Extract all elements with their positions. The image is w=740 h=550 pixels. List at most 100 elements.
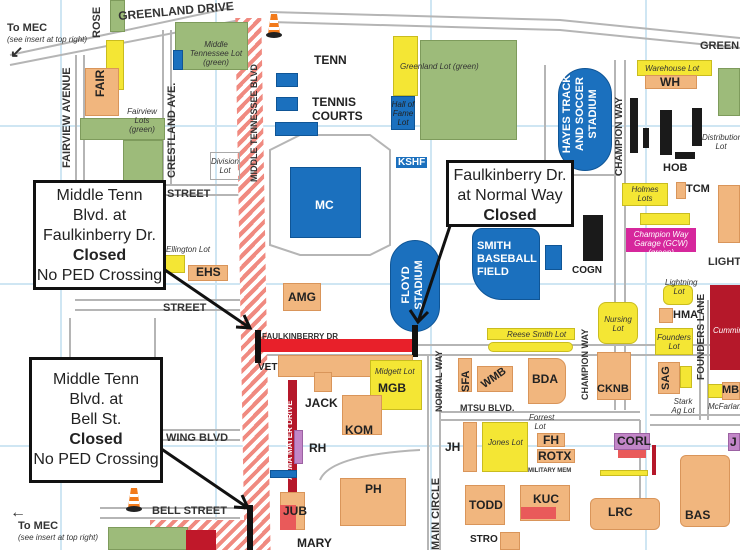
lot-label: Founders Lot xyxy=(657,333,691,351)
callout-text: Bell St. xyxy=(70,411,122,428)
callout-text: at Normal Way xyxy=(457,187,563,204)
street-label: FAULKINBERRY DR xyxy=(262,332,339,341)
to-mec-label[interactable]: To MEC xyxy=(18,520,59,532)
building-label: CORL xyxy=(617,434,651,448)
lot-label: Stark Ag Lot xyxy=(671,397,695,415)
road-barrier xyxy=(255,330,261,363)
building-hma xyxy=(659,308,673,323)
building-label: JUB xyxy=(283,504,308,518)
holmes-lots xyxy=(622,183,668,206)
building-amg xyxy=(283,283,321,311)
building xyxy=(630,98,638,153)
street-label: NORMAL WAY xyxy=(434,350,444,412)
building-label: COGN xyxy=(572,265,602,276)
building-label: SMITH BASEBALL FIELD xyxy=(477,240,537,278)
building-label: BAS xyxy=(685,508,711,522)
road-barrier xyxy=(247,505,253,550)
street-label: LIGHTN xyxy=(708,256,740,268)
parking-lot xyxy=(600,470,648,476)
building-label: TENN xyxy=(314,53,347,67)
alma-mater-drive xyxy=(288,380,297,520)
lot-label: Lightning Lot xyxy=(665,278,698,296)
street-label: CHAMPION WAY xyxy=(614,96,625,176)
building-label: WH xyxy=(660,75,680,89)
lot-label: Jones Lot xyxy=(488,438,523,447)
tennis-court xyxy=(276,97,298,111)
grid-line xyxy=(0,445,740,447)
building-sfa xyxy=(458,358,472,392)
street-label: WING BLVD xyxy=(166,432,229,444)
grid-line xyxy=(0,283,740,285)
street-label: ROSE xyxy=(91,6,103,38)
building-label: AMG xyxy=(288,290,316,304)
building-fair xyxy=(85,68,119,116)
ellington-lot xyxy=(165,255,185,273)
green-lot xyxy=(110,0,125,32)
lot-label: Cummings Lots (re xyxy=(713,326,740,335)
building-wh xyxy=(645,75,697,89)
building-label: MGB xyxy=(378,381,406,395)
street-label: MAIN CIRCLE xyxy=(430,477,442,550)
tennis-court xyxy=(275,122,318,136)
to-mec-label[interactable]: To MEC xyxy=(7,22,48,34)
callout-closed: Closed xyxy=(483,207,537,224)
street-label: CHAMPION WAY xyxy=(580,328,590,400)
hayes-stadium xyxy=(558,68,612,171)
building-sag xyxy=(658,362,680,394)
building-wmb xyxy=(477,366,513,392)
closure-callout-faulkinberry-normal: Faulkinberry Dr. at Normal Way Closed xyxy=(446,160,574,227)
lot-label: Hall of Fame Lot xyxy=(391,100,415,127)
arrow-left-icon: ← xyxy=(10,504,26,521)
lot-label: Holmes Lots xyxy=(631,185,659,203)
closure-callout-mt-faulkinberry: Middle Tenn Blvd. at Faulkinberry Dr. Cl… xyxy=(33,180,166,290)
closure-callout-mt-bell: Middle Tenn Blvd. at Bell St. Closed No … xyxy=(29,357,163,483)
building-label: TENNIS COURTS xyxy=(312,95,363,123)
street-label: ALMA MATER DRIVE xyxy=(285,400,294,480)
parking-lot xyxy=(640,213,690,225)
building xyxy=(692,108,702,146)
building-jack xyxy=(314,372,332,392)
building-label: MB xyxy=(722,384,740,396)
building-label: SAG xyxy=(660,366,672,390)
founders-lot xyxy=(655,328,693,355)
building xyxy=(500,532,520,550)
building-rotx xyxy=(537,449,575,463)
building-jh xyxy=(463,422,477,472)
callout-text: Blvd. at xyxy=(72,207,127,224)
callout-text: Blvd. at xyxy=(69,391,123,408)
callout-closed: Closed xyxy=(69,431,123,448)
street-label: FOUNDERS LANE xyxy=(696,293,707,380)
parking-lot xyxy=(488,342,573,352)
building-label: FAIR xyxy=(93,69,107,97)
building-label: HAYES TRACK AND SOCCER STADIUM xyxy=(561,74,599,154)
building-label: KOM xyxy=(345,423,373,437)
callout-note: No PED Crossing xyxy=(36,267,163,284)
building-label: JH xyxy=(445,440,461,454)
building xyxy=(545,245,562,270)
green-lot xyxy=(123,140,163,185)
callout-closed: Closed xyxy=(72,247,127,264)
building-label: EHS xyxy=(196,265,221,279)
lot-label: Fairview Lots (green) xyxy=(127,107,157,134)
lot-label: Division Lot xyxy=(210,157,239,175)
street-label: STREET xyxy=(163,302,207,314)
nursing-lot xyxy=(598,302,638,344)
to-mec-note: (see insert at top right) xyxy=(18,533,99,542)
lot-label: Reese Smith Lot xyxy=(507,330,567,339)
callout-note: No PED Crossing xyxy=(33,451,159,468)
building-label: FLOYD STADIUM xyxy=(400,260,425,310)
building-label: SFA xyxy=(460,370,472,392)
grid-line xyxy=(645,0,647,550)
accessible-lot xyxy=(173,50,183,70)
building xyxy=(280,505,296,530)
building xyxy=(660,110,672,155)
road-barrier xyxy=(412,325,418,357)
building-label: RH xyxy=(309,441,327,455)
callout-text: Middle Tenn xyxy=(53,371,139,388)
street-label: STREET xyxy=(167,188,211,200)
building-label: TCM xyxy=(686,183,710,195)
building-label: VET xyxy=(258,362,278,373)
building-label: CKNB xyxy=(597,383,629,395)
building-label: HMA xyxy=(673,309,699,321)
grid-line xyxy=(0,125,740,127)
